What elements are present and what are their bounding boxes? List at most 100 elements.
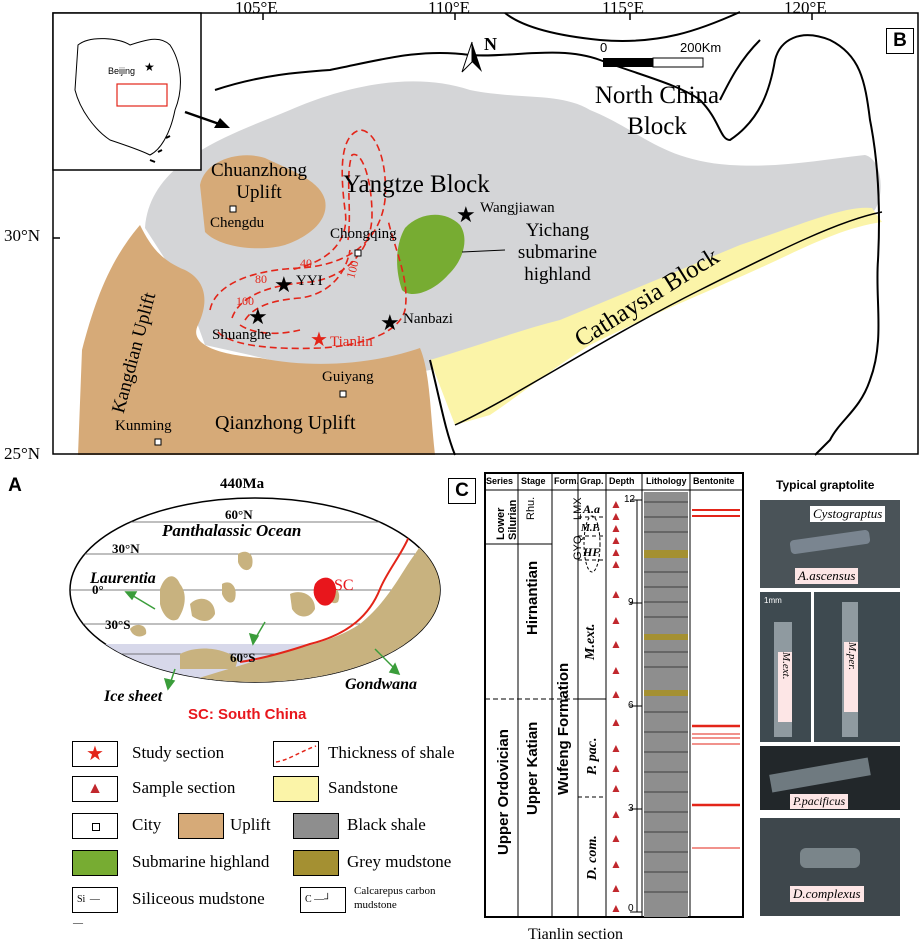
svg-text:▲: ▲ xyxy=(610,741,622,755)
svg-text:▲: ▲ xyxy=(610,807,622,821)
scale-max: 200Km xyxy=(680,40,722,55)
col-header-bentonite: Bentonite xyxy=(693,476,735,486)
section-wangjiawan: Wangjiawan xyxy=(480,200,555,216)
svg-text:▲: ▲ xyxy=(610,545,622,559)
inset-beijing: Beijing xyxy=(108,66,136,76)
yyi-star: ★ xyxy=(274,272,294,297)
gondwana-landmass xyxy=(160,530,440,682)
stratigraphic-column: ▲▲▲ ▲▲▲ ▲▲▲ ▲▲▲ ▲▲▲ ▲▲▲ ▲▲ xyxy=(484,472,744,918)
col-header-series: Series xyxy=(486,476,514,486)
svg-text:▲: ▲ xyxy=(610,587,622,601)
stage-rhu: Rhu. xyxy=(525,496,537,520)
depth-9: 9 xyxy=(628,597,634,608)
lithology-log xyxy=(644,492,688,917)
legend-study-section: Study section xyxy=(132,743,225,762)
legend-city-symbol xyxy=(72,813,118,839)
contour-label-80: 80 xyxy=(255,272,267,286)
legend-submarine-highland: Submarine highland xyxy=(132,852,270,871)
study-section-tianlin: Tianlin xyxy=(330,334,373,350)
laurentia-landmass xyxy=(160,576,185,621)
svg-text:▲: ▲ xyxy=(610,761,622,775)
col-header-grap: Grap. xyxy=(580,476,604,486)
svg-text:▲: ▲ xyxy=(610,521,622,535)
yangtze-platform xyxy=(145,81,881,380)
shuanghe-star: ★ xyxy=(248,304,268,329)
north-label: N xyxy=(484,34,497,54)
label-p-pacificus: P.pacificus xyxy=(790,794,849,809)
paleo-lat-0: 0° xyxy=(92,582,104,597)
paleo-gondwana-label: Gondwana xyxy=(345,676,418,693)
scale-bar xyxy=(603,57,704,68)
legend-sample-section: Sample section xyxy=(132,778,236,797)
label-m-per: M.per. xyxy=(844,642,858,712)
zone-mext: M.ext. xyxy=(583,623,598,660)
legend-study-symbol: ★ xyxy=(72,741,118,767)
photo-m-per: M.per. xyxy=(814,592,900,742)
panel-label-c: C xyxy=(448,478,476,504)
inset-study-box xyxy=(116,83,168,107)
paleo-lat-60n: 60°N xyxy=(225,507,253,522)
paleo-title: 440Ma xyxy=(220,476,265,492)
legend-calc-symbol: C —┘ xyxy=(300,887,346,913)
photo-p-pacificus: P.pacificus xyxy=(760,746,900,810)
series-upper-ordovician: Upper Ordovician xyxy=(495,729,512,855)
nanbazi-star: ★ xyxy=(380,310,400,335)
lat-25n: 25°N xyxy=(4,444,41,463)
paleo-ocean-label: Panthalassic Ocean xyxy=(162,521,302,540)
shale-thickness-contours xyxy=(209,129,407,350)
south-china-block xyxy=(313,577,336,606)
city-chongqing: Chongqing xyxy=(330,226,397,242)
legend-black-shale-symbol xyxy=(293,813,339,839)
lon-115: 115°E xyxy=(602,0,645,17)
inset-china-outline xyxy=(74,38,181,156)
col-header-stage: Stage xyxy=(521,476,546,486)
legend-calc-label: Calcarepus carbon mudstone xyxy=(354,885,436,911)
bentonite-layers xyxy=(692,509,740,849)
tianlin-star: ★ xyxy=(310,329,328,351)
chengdu-marker xyxy=(229,205,237,213)
yichang-highland xyxy=(397,214,465,295)
label-cystograptus: Cystograptus xyxy=(810,506,886,522)
legend-sandstone-symbol xyxy=(273,776,319,802)
lon-110: 110°E xyxy=(428,0,471,17)
label-m-ext: M.ext. xyxy=(778,652,792,722)
panel-label-a: A xyxy=(8,475,22,496)
svg-text:▲: ▲ xyxy=(610,613,622,627)
city-guiyang: Guiyang xyxy=(322,369,374,385)
svg-text:▲: ▲ xyxy=(610,715,622,729)
legend-siliceous-mudstone: Siliceous mudstone xyxy=(132,889,265,908)
yangtze-block-label: Yangtze Block xyxy=(343,171,490,198)
depth-3: 3 xyxy=(628,803,634,814)
lon-105: 105°E xyxy=(235,0,278,17)
wangjiawan-star: ★ xyxy=(456,202,476,227)
contour-label-100a: 100 xyxy=(236,294,254,308)
paleo-lat-60s: 60°S xyxy=(230,650,256,665)
legend-thickness-symbol xyxy=(273,741,319,767)
col-header-form: Form. xyxy=(554,476,580,486)
svg-text:▲: ▲ xyxy=(610,901,622,915)
svg-text:▲: ▲ xyxy=(610,533,622,547)
paleo-sc-label: SC xyxy=(334,577,354,594)
section-yyi: YYI xyxy=(296,273,323,289)
photo-d-complexus: D.complexus xyxy=(760,818,900,916)
svg-text:▲: ▲ xyxy=(610,857,622,871)
zone-mp: M.P. xyxy=(581,523,600,534)
formation-wufeng: Wufeng Formation xyxy=(555,662,572,795)
chuanzhong-uplift-label: Chuanzhong Uplift xyxy=(210,160,308,203)
col-header-lithology: Lithology xyxy=(646,476,687,486)
legend-black-shale: Black shale xyxy=(347,815,426,834)
stage-upper-katian: Upper Katian xyxy=(524,721,541,815)
north-arrow xyxy=(461,41,482,73)
yichang-highland-label: Yichang submarine highland xyxy=(517,220,598,285)
paleo-ice-label: Ice sheet xyxy=(104,688,163,705)
legend-highland-symbol xyxy=(72,850,118,876)
city-chengdu: Chengdu xyxy=(210,215,265,231)
zone-aa: A.a xyxy=(583,502,601,516)
depth-0: 0 xyxy=(628,903,634,914)
svg-text:▲: ▲ xyxy=(610,687,622,701)
svg-text:▲: ▲ xyxy=(610,663,622,677)
paleo-laurentia-label: Laurentia xyxy=(90,570,156,587)
svg-text:▲: ▲ xyxy=(610,509,622,523)
city-kunming: Kunming xyxy=(115,418,172,434)
